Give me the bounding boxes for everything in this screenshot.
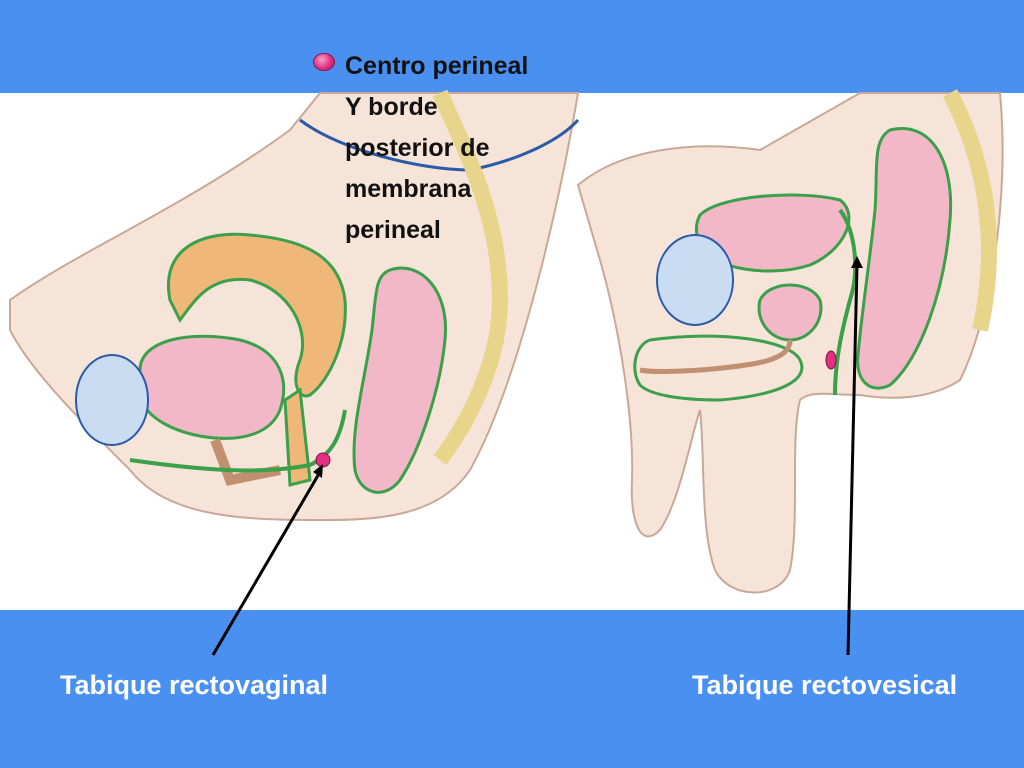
female-spine-band	[432, 89, 509, 465]
legend-marker-dot	[314, 54, 334, 70]
caption-rectovesical-septum: Tabique rectovesical	[692, 670, 958, 700]
male-urethra	[639, 339, 793, 374]
female-pubic-bone	[75, 354, 149, 446]
female-bladder	[138, 334, 286, 440]
female-pelvis-section	[9, 89, 580, 656]
male-rectum	[856, 127, 953, 390]
vagina	[283, 387, 312, 487]
perineal-body-marker-female	[315, 452, 331, 468]
legend-label: Centro perineal Y borde posterior de mem…	[345, 46, 585, 251]
pointer-arrow-left	[211, 471, 322, 656]
legend-line-2: Y borde posterior de membrana perineal	[345, 93, 490, 244]
pointer-arrowhead-left	[313, 464, 323, 478]
legend-line-1: Centro perineal	[345, 52, 529, 80]
male-pelvis-section	[576, 89, 1004, 656]
male-pubic-bone	[656, 234, 734, 326]
pointer-arrow-right	[846, 264, 859, 656]
pointer-arrowhead-right	[851, 256, 863, 268]
female-fascia-line	[129, 409, 347, 473]
uterus	[167, 232, 347, 398]
female-rectum	[352, 266, 448, 494]
female-urethra	[210, 438, 281, 486]
prostate	[757, 283, 823, 342]
male-spine-band	[942, 89, 997, 332]
perineal-body-marker-male	[825, 350, 837, 370]
caption-rectovaginal-septum: Tabique rectovaginal	[60, 670, 329, 700]
male-fascia-line	[833, 208, 858, 396]
